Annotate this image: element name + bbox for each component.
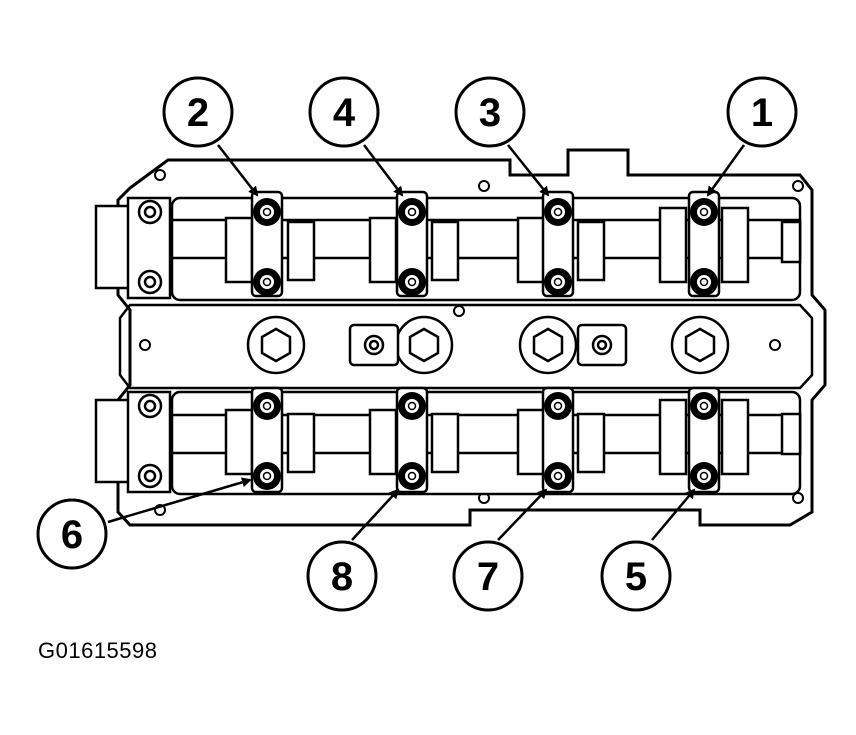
callout-label-2: 2 xyxy=(187,91,209,135)
callout-2: 2 xyxy=(162,76,234,148)
cap-bolt-socket xyxy=(262,207,272,217)
callout-1: 1 xyxy=(726,76,798,148)
callout-label-7: 7 xyxy=(477,555,499,599)
cap-bolt-head xyxy=(258,467,276,485)
leader-1 xyxy=(706,144,746,197)
cap-bolt-head xyxy=(695,467,713,485)
cap-bolt-head xyxy=(403,203,421,221)
figure-code: G01615598 xyxy=(38,638,158,663)
cap-bolt-socket xyxy=(553,207,563,217)
leader-6 xyxy=(107,477,252,524)
callout-7: 7 xyxy=(452,540,524,612)
cap-bolt-socket xyxy=(699,401,709,411)
callout-leaders xyxy=(107,144,746,541)
cap-bolt-head xyxy=(549,467,567,485)
bearing-cap-bolts xyxy=(253,198,718,490)
cap-bolt-socket xyxy=(262,401,272,411)
cap-bolt-head xyxy=(549,203,567,221)
spark-plug-wells xyxy=(246,315,730,375)
cap-bolt-head xyxy=(695,273,713,291)
leader-4 xyxy=(363,144,404,197)
cap-bolt-socket xyxy=(262,277,272,287)
callout-label-1: 1 xyxy=(751,91,773,135)
cap-bolt-head xyxy=(403,397,421,415)
cap-bolt-socket xyxy=(699,207,709,217)
cap-bolt-socket xyxy=(407,401,417,411)
leader-8 xyxy=(351,488,400,541)
callout-label-4: 4 xyxy=(333,91,356,135)
leader-7 xyxy=(497,488,548,541)
callout-label-6: 6 xyxy=(61,513,83,557)
callouts: 2 4 3 1 6 8 7 5 xyxy=(36,76,798,612)
leader-3 xyxy=(507,144,550,197)
callout-label-5: 5 xyxy=(625,555,647,599)
cap-bolt-socket xyxy=(407,277,417,287)
cap-bolt-socket xyxy=(699,471,709,481)
cap-bolt-head xyxy=(695,397,713,415)
cap-bolt-head xyxy=(549,397,567,415)
cap-bolt-socket xyxy=(699,277,709,287)
end-cap-bolts xyxy=(137,199,163,489)
callout-8: 8 xyxy=(306,540,378,612)
callout-3: 3 xyxy=(454,76,526,148)
cylinder-head-outline xyxy=(116,148,827,527)
callout-5: 5 xyxy=(600,540,672,612)
cap-bolt-socket xyxy=(553,277,563,287)
cap-bolt-head xyxy=(258,203,276,221)
cap-bolt-socket xyxy=(262,471,272,481)
cap-bolt-head xyxy=(403,467,421,485)
callout-4: 4 xyxy=(308,76,380,148)
cap-bolt-head xyxy=(258,397,276,415)
callout-label-8: 8 xyxy=(331,555,353,599)
cap-bolt-socket xyxy=(553,471,563,481)
cap-bolt-socket xyxy=(407,207,417,217)
cap-bolt-head xyxy=(258,273,276,291)
cap-bolt-head xyxy=(549,273,567,291)
leader-2 xyxy=(217,144,259,197)
cap-bolt-socket xyxy=(553,401,563,411)
cap-bolt-head xyxy=(695,203,713,221)
cap-bolt-socket xyxy=(407,471,417,481)
callout-6: 6 xyxy=(36,498,108,570)
callout-label-3: 3 xyxy=(479,91,501,135)
leader-5 xyxy=(651,488,696,541)
cap-bolt-head xyxy=(403,273,421,291)
